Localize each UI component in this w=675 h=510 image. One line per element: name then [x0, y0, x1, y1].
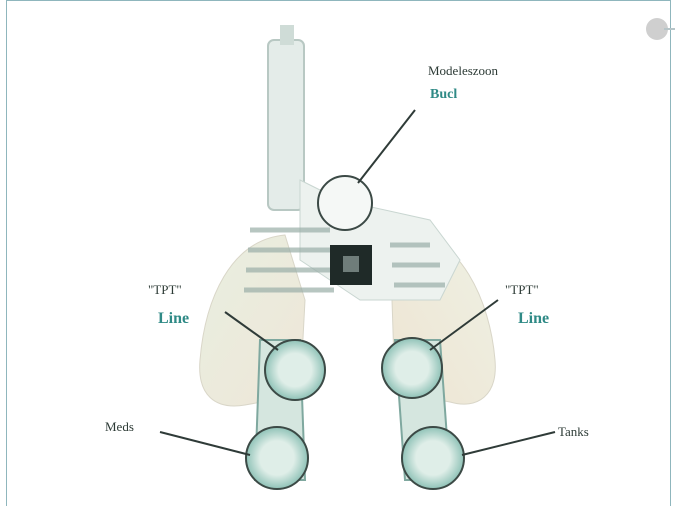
vertical-tube: [268, 40, 304, 210]
bottom-right-circle: [402, 427, 464, 489]
corner-connector: [664, 28, 675, 30]
label-right-mid-line1: "TPT": [505, 283, 539, 297]
label-left-mid-line1: "TPT": [148, 283, 182, 297]
label-left-mid-line2: Line: [158, 312, 189, 326]
mid-left-circle: [265, 340, 325, 400]
label-top-line1: Modeleszoon: [428, 64, 498, 78]
top-circle: [318, 176, 372, 230]
bottom-left-circle: [246, 427, 308, 489]
label-top-line2: Bucl: [430, 88, 457, 102]
label-bottom-right: Tanks: [558, 425, 589, 439]
label-bottom-left: Meds: [105, 420, 134, 434]
label-right-mid-line2: Line: [518, 312, 549, 326]
